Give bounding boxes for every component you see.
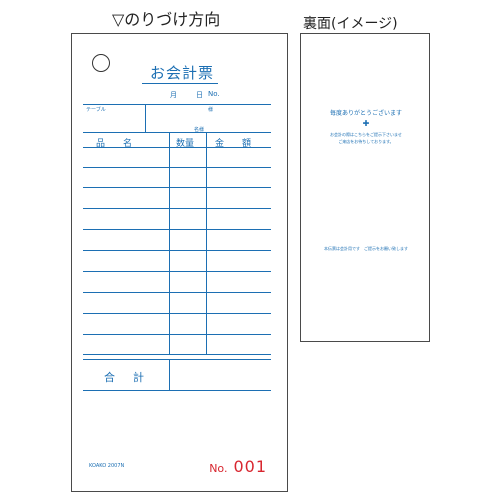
table-row-line: [83, 250, 271, 251]
table-row-line: [83, 313, 271, 314]
total-top-line: [83, 359, 271, 360]
title-underline: [142, 83, 218, 84]
table-row-line: [83, 208, 271, 209]
header-divider: [83, 104, 271, 105]
total-bottom-line: [83, 390, 271, 391]
receipt-title: お会計票: [150, 64, 215, 82]
table-row-line: [83, 187, 271, 188]
column-header-divider: [83, 147, 271, 148]
table-row-line: [83, 229, 271, 230]
date-month-label: 月: [170, 91, 177, 99]
people-label: 名様: [194, 127, 205, 133]
column-qty-label: 数量: [176, 139, 195, 149]
back-caption: 裏面(イメージ): [303, 16, 398, 32]
date-no-label: No.: [208, 90, 220, 98]
guest-label: 様: [208, 107, 214, 113]
total-divider: [169, 359, 170, 390]
total-label: 合計: [104, 371, 162, 384]
back-plus-icon: ✚: [362, 119, 370, 128]
back-note-line2: ご来店をお待ちしております。: [338, 139, 394, 144]
table-label: テーブル: [86, 107, 106, 113]
table-guest-divider: [145, 104, 146, 132]
brand-mark: KOAKO 2007N: [89, 463, 125, 469]
fields-divider: [83, 132, 271, 133]
table-row-line: [83, 292, 271, 293]
table-row-line: [83, 167, 271, 168]
receipt-front-card: お会計票 月 日 No. テーブル 様 名様 品 名 数量 金 額 合計 KOA…: [71, 33, 288, 492]
item-qty-column-divider: [169, 132, 170, 354]
receipt-back-card: 毎度ありがとうございます ✚ お会計の際はこちらをご提示下さいませ ご来店をお待…: [300, 33, 430, 342]
serial-number: 001: [233, 457, 267, 476]
serial-number-block: No. 001: [209, 457, 267, 476]
column-item-label: 品 名: [96, 139, 133, 149]
qty-amount-column-divider: [206, 132, 207, 354]
front-caption: ▽のりづけ方向: [112, 10, 221, 29]
serial-prefix: No.: [209, 462, 228, 475]
date-day-label: 日: [196, 91, 203, 99]
table-row-line: [83, 271, 271, 272]
back-thanks-text: 毎度ありがとうございます: [329, 110, 402, 117]
punch-hole: [92, 54, 110, 72]
table-row-line: [83, 354, 271, 355]
column-amount-label: 金 額: [215, 139, 252, 149]
table-row-line: [83, 334, 271, 335]
back-footer-text: 本伝票は会計用です ご提示をお願い致します: [324, 246, 408, 251]
back-note-line1: お会計の際はこちらをご提示下さいませ: [330, 132, 402, 137]
